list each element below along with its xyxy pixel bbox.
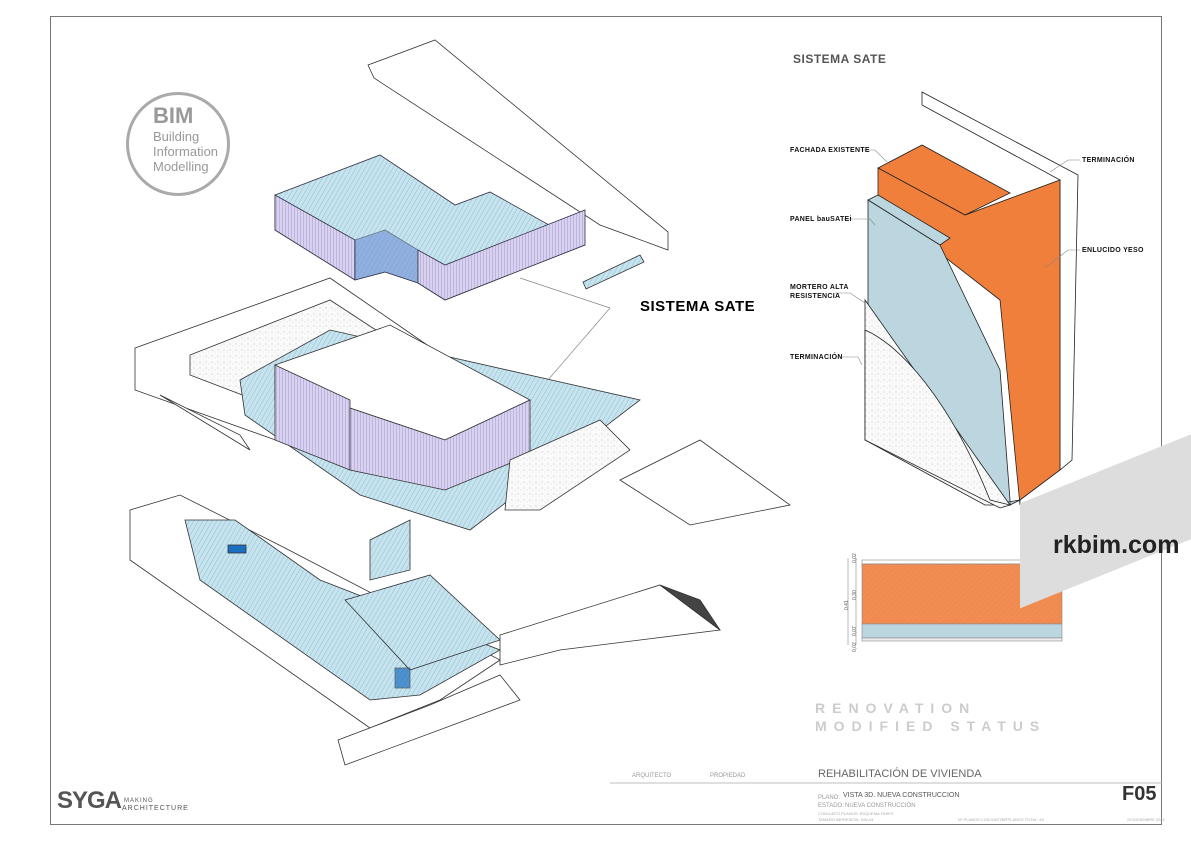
bim-logo-line: Building (153, 129, 200, 144)
dim-brick: 0,30 (852, 590, 858, 600)
arquitecto-label: ARQUITECTO (632, 773, 672, 779)
callout-enlucido: ENLUCIDO YESO (1082, 247, 1144, 254)
watermark-text: rkbim.com (1053, 531, 1180, 559)
estado-value: NUEVA CONSTRUCCIÓN (845, 803, 916, 809)
detail-title: SISTEMA SATE (793, 52, 887, 66)
project-title: REHABILITACIÓN DE VIVIENDA (818, 768, 982, 780)
estado-label: ESTADO: (818, 803, 844, 809)
basement-floor (129, 494, 722, 766)
dim-total: 0,41 (844, 600, 850, 610)
n-total: Nº PLANOS TOTAL: 63 (1002, 817, 1044, 822)
callout-terminacion-right: TERMINACIÓN (1082, 157, 1135, 164)
plano-label: PLANO: (818, 795, 841, 801)
bim-logo-line: Modelling (153, 159, 209, 174)
callout-panel: PANEL bauSATEi (790, 216, 852, 223)
callout-mortero: MORTERO ALTA RESISTENCIA (790, 284, 849, 300)
bim-logo: BIM Building Information Modelling (126, 92, 230, 196)
tamano: TAMAÑO IMPRESIÓN: DIN A3 (818, 817, 874, 822)
bim-logo-line: Information (153, 144, 219, 159)
model-label: SISTEMA SATE (640, 298, 756, 315)
brand-tagline-2: ARCHITECTURE (122, 805, 189, 812)
brand-logo: SYGA (57, 787, 122, 814)
dim-top: 0,02 (852, 553, 858, 563)
status-line-2: MODIFIED STATUS (815, 718, 1047, 734)
sheet-number: F05 (1122, 783, 1157, 805)
propiedad-label: PROPIEDAD (710, 773, 746, 779)
status-line-1: RENOVATION (815, 700, 977, 716)
sate-detail (864, 91, 1079, 509)
top-wall (367, 39, 669, 290)
sheet-frame (50, 16, 1162, 825)
roof-slab (274, 154, 586, 301)
brand-tagline-1: MAKING (124, 798, 154, 804)
conjunto: CONJUNTO PLANOS: ESQUEMA FASES (818, 811, 894, 816)
dim-panel: 0,07 (852, 626, 858, 636)
callout-fachada: FACHADA EXISTENTE (790, 147, 870, 154)
n-conjunto: Nº PLANOS CONJUNTO: 7 (958, 817, 1008, 822)
date: 29 DICIEMBRE 2022 (1127, 817, 1165, 822)
callout-terminacion-left: TERMINACIÓN (790, 354, 843, 361)
detail-leaders (835, 149, 1080, 366)
ground-floor (134, 277, 791, 581)
plano-value: VISTA 3D. NUEVA CONSTRUCCION (843, 792, 960, 799)
dim-bottom: 0,02 (852, 642, 858, 652)
bim-logo-title: BIM (153, 103, 194, 128)
